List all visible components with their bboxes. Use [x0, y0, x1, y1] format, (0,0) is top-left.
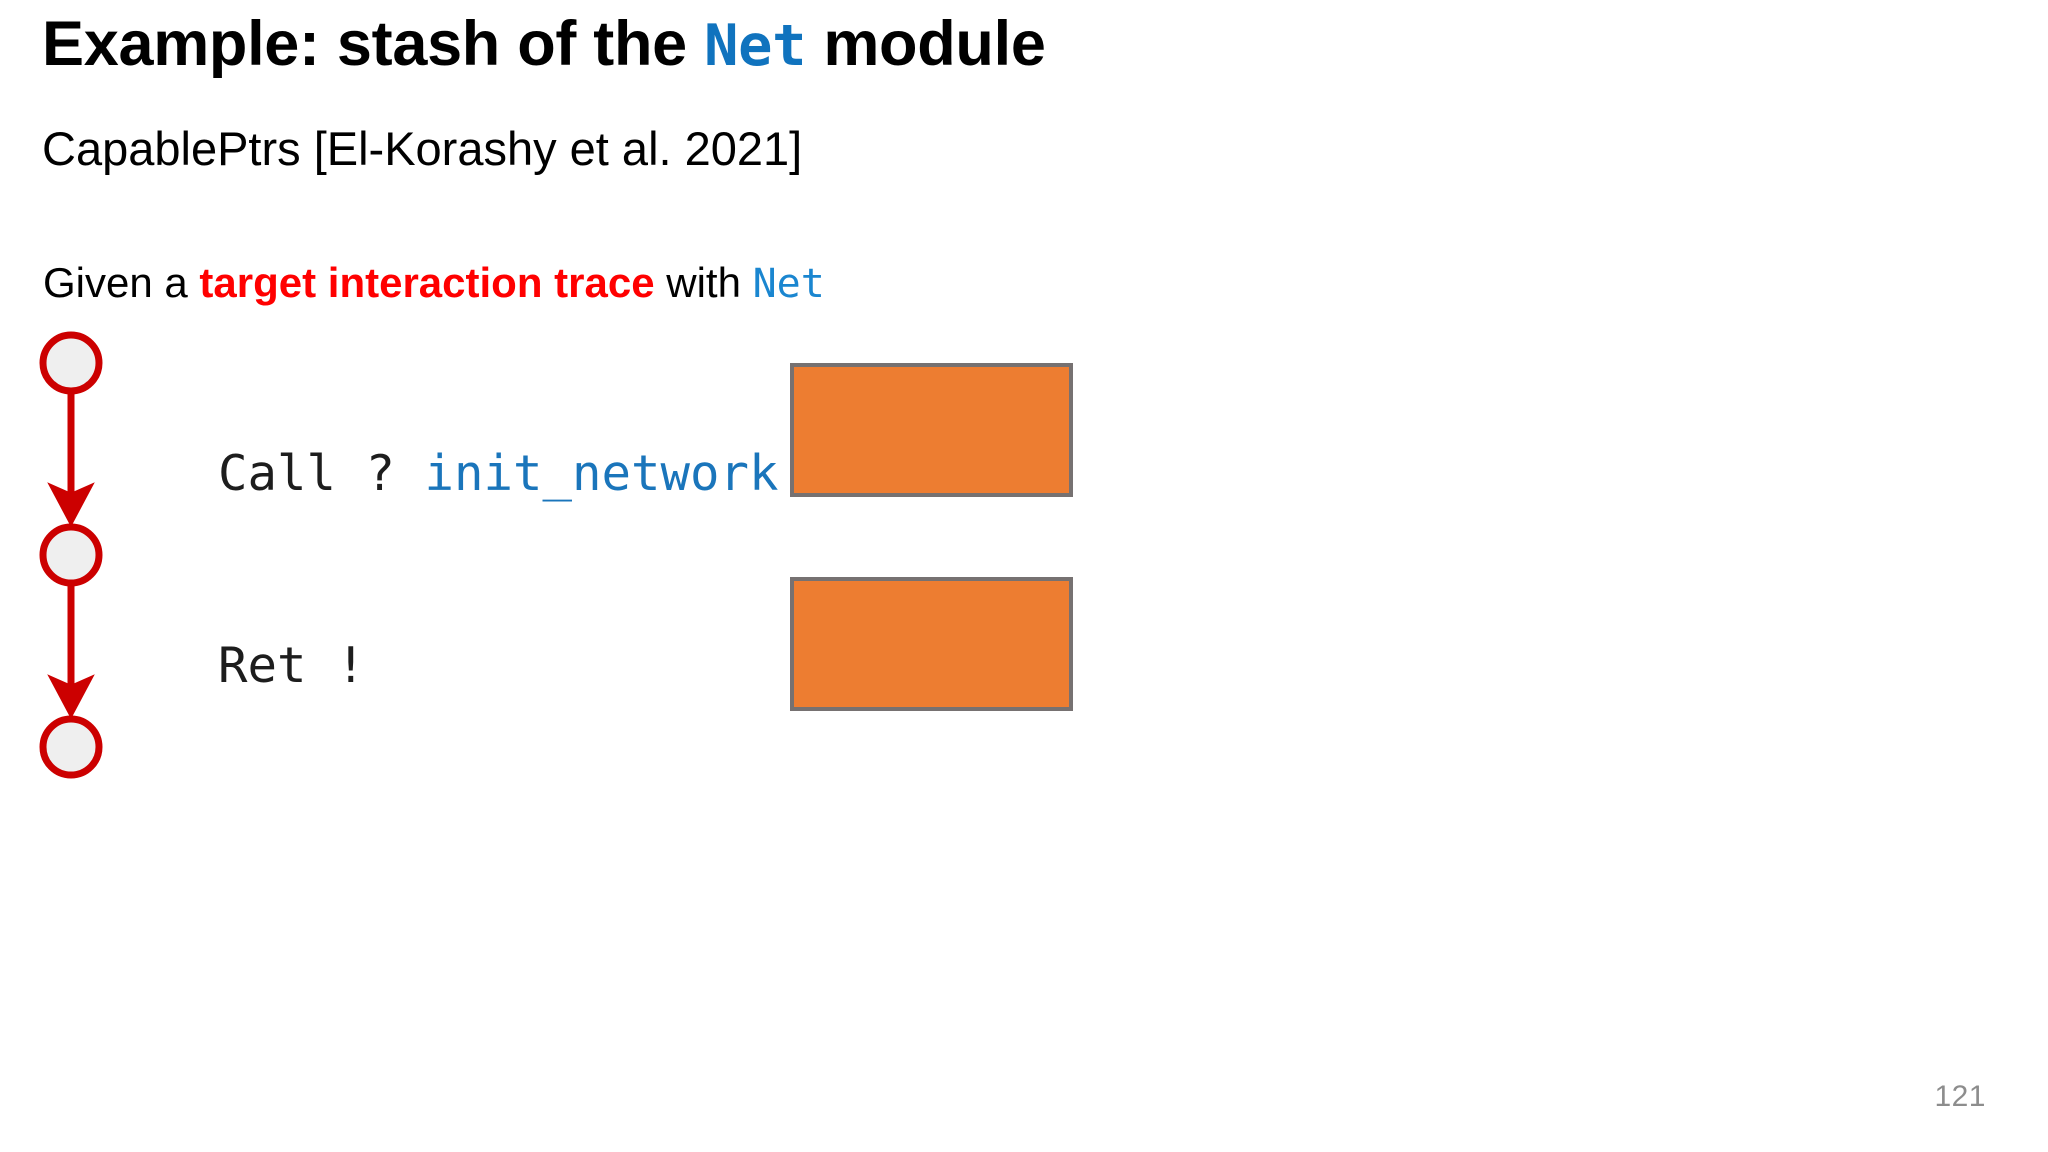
trace-node-state-2 [39, 715, 103, 779]
slide-title-prefix: Example: stash of the [42, 9, 705, 79]
body-statement-middle: with [654, 259, 753, 306]
slide-title-module-name: Net [704, 13, 807, 79]
trace-node-state-1 [39, 523, 103, 587]
trace-label-ret-prefix: Ret ! [218, 637, 366, 694]
slide-title: Example: stash of the Net module [42, 8, 1046, 80]
stash-box-ret [790, 577, 1073, 711]
trace-label-call-callee: init_network [424, 445, 779, 502]
trace-label-call-prefix: Call ? [218, 445, 425, 502]
trace-label-call: Call ? init_network [100, 400, 779, 547]
stash-box-call [790, 363, 1073, 497]
body-statement-emphasis: target interaction trace [199, 259, 655, 306]
slide-title-suffix: module [806, 9, 1046, 79]
trace-label-ret: Ret ! [100, 592, 366, 739]
body-statement: Given a target interaction trace with Ne… [43, 258, 825, 308]
body-statement-module-name: Net [752, 261, 825, 307]
body-statement-lead: Given a [43, 259, 200, 306]
page-number: 121 [1934, 1080, 1986, 1113]
slide-subtitle-citation: CapablePtrs [El-Korashy et al. 2021] [42, 122, 803, 175]
trace-node-state-0 [39, 331, 103, 395]
